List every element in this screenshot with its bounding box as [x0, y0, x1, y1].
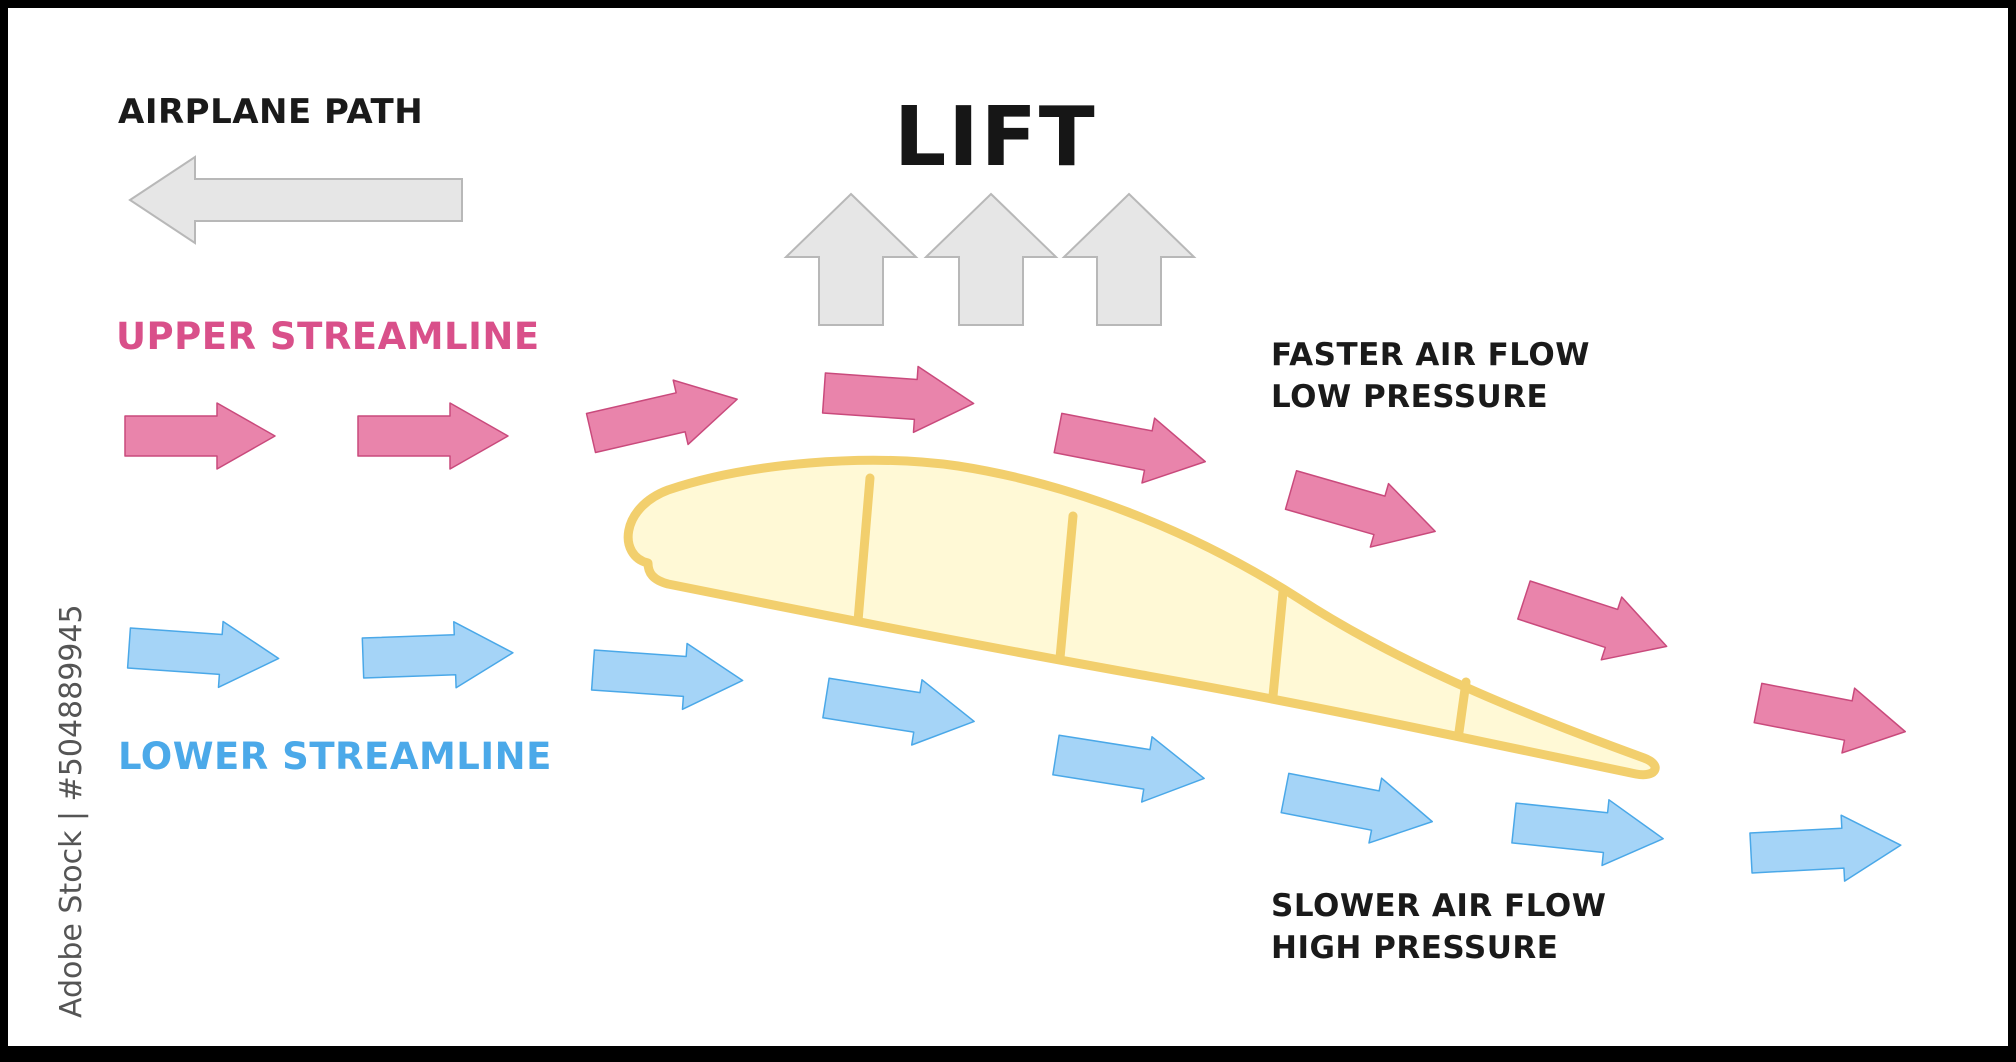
upper-flow-arrow-icon	[1753, 682, 1906, 754]
airfoil-ribs	[853, 473, 1471, 737]
faster-airflow-note: FASTER AIR FLOW LOW PRESSURE	[1271, 334, 1590, 418]
lower-flow-arrow-icon	[361, 621, 514, 689]
upper-flow-arrow-icon	[1284, 470, 1436, 548]
lower-flow-arrow-icon	[1280, 772, 1433, 844]
lift-arrows	[783, 192, 1197, 326]
slower-airflow-text: SLOWER AIR FLOW	[1271, 888, 1607, 924]
lower-flow-arrow-icon	[126, 620, 280, 689]
upper-streamline-arrows	[124, 365, 1906, 754]
upper-streamline-label: UPPER STREAMLINE	[116, 315, 540, 358]
airplane-path-label: AIRPLANE PATH	[118, 92, 424, 132]
airplane-path-arrow	[128, 155, 463, 245]
lower-flow-arrow-icon	[1052, 734, 1205, 803]
upper-flow-arrow-icon	[1517, 580, 1668, 661]
up-arrow-icon	[923, 192, 1059, 326]
upper-flow-arrow-icon	[124, 402, 276, 470]
stock-watermark: Adobe Stock | #504889945	[54, 604, 89, 1018]
airfoil-outline	[623, 455, 1660, 780]
lower-flow-arrow-icon	[822, 677, 975, 746]
faster-airflow-text: FASTER AIR FLOW	[1271, 337, 1590, 373]
lower-streamline-arrows	[126, 620, 1902, 882]
wing-rib	[1055, 511, 1078, 663]
wing-rib	[1268, 587, 1288, 701]
upper-flow-arrow-icon	[1053, 412, 1206, 484]
lower-flow-arrow-icon	[1749, 814, 1902, 882]
wing-rib	[1454, 677, 1471, 737]
left-arrow-icon	[128, 155, 463, 245]
upper-flow-arrow-icon	[585, 379, 738, 454]
low-pressure-text: LOW PRESSURE	[1271, 379, 1549, 415]
diagram-canvas: AIRPLANE PATH LIFT UPPER STREAMLINE LOWE…	[8, 8, 2008, 1046]
lower-flow-arrow-icon	[1511, 799, 1664, 867]
high-pressure-text: HIGH PRESSURE	[1271, 930, 1559, 966]
wing-rib	[853, 473, 875, 626]
lower-flow-arrow-icon	[590, 642, 744, 711]
upper-flow-arrow-icon	[357, 402, 509, 470]
upper-flow-arrow-icon	[821, 365, 975, 434]
lift-title: LIFT	[894, 90, 1097, 185]
lower-streamline-label: LOWER STREAMLINE	[118, 735, 552, 778]
slower-airflow-note: SLOWER AIR FLOW HIGH PRESSURE	[1271, 885, 1606, 969]
up-arrow-icon	[1061, 192, 1197, 326]
up-arrow-icon	[783, 192, 919, 326]
airflow-diagram	[124, 155, 1906, 882]
airfoil-wing	[623, 455, 1660, 780]
